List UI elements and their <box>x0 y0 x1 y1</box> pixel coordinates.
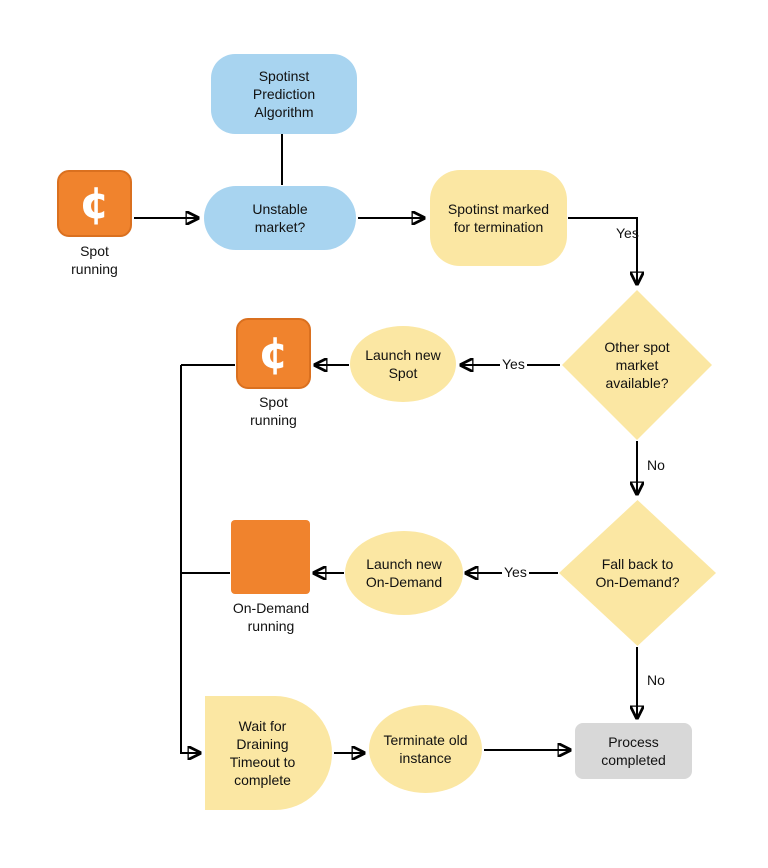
node-prediction-algorithm: Spotinst Prediction Algorithm <box>211 54 357 134</box>
spot-running-label-2: Spot running <box>250 394 297 428</box>
edge-label-other-spot-no: No <box>647 457 665 473</box>
node-launch-new-on-demand: Launch new On-Demand <box>345 531 463 615</box>
node-wait-draining-timeout: Wait for Draining Timeout to complete <box>205 696 332 810</box>
on-demand-instance-icon <box>231 520 310 594</box>
spot-instance-icon-2: ¢ <box>236 318 311 389</box>
on-demand-running-label: On-Demand running <box>232 600 310 634</box>
node-terminate-old-instance: Terminate old instance <box>369 705 482 793</box>
spot-running-label: Spot running <box>71 243 118 277</box>
edge-marked-to-otherspot <box>568 217 637 284</box>
edge-junction-to-wait <box>180 365 200 753</box>
node-unstable-market: Unstable market? <box>204 186 356 250</box>
edge-label-fall-back-yes: Yes <box>502 564 529 580</box>
cent-icon: ¢ <box>258 327 289 379</box>
edge-label-termination-yes: Yes <box>616 225 639 241</box>
edge-label-fall-back-no: No <box>647 672 665 688</box>
cent-icon: ¢ <box>79 177 110 229</box>
node-launch-new-spot: Launch new Spot <box>350 326 456 402</box>
spot-instance-icon: ¢ <box>57 170 132 237</box>
node-process-completed: Process completed <box>575 723 692 779</box>
node-marked-for-termination: Spotinst marked for termination <box>430 170 567 266</box>
edge-label-other-spot-yes: Yes <box>500 356 527 372</box>
